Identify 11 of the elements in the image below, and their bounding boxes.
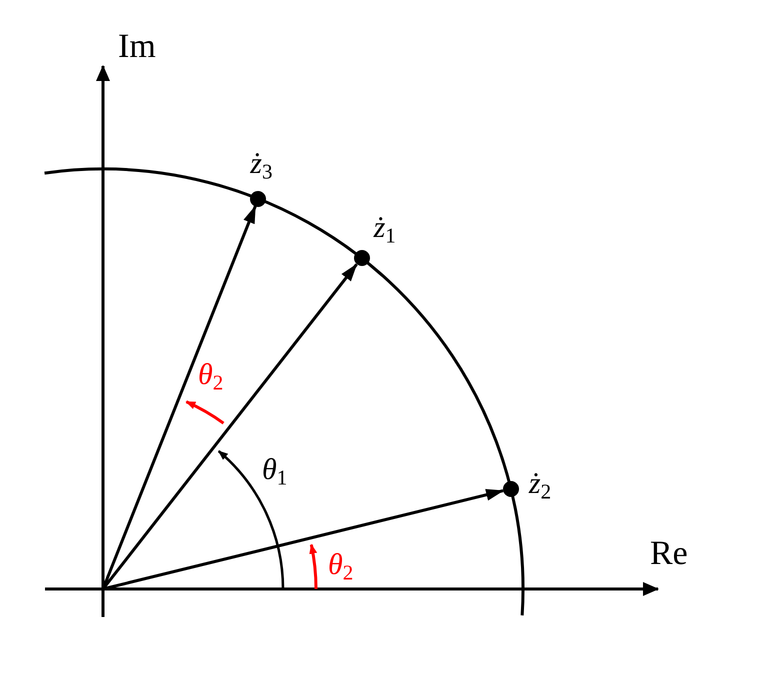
angle-label: θ$_{2}$ bbox=[198, 360, 224, 394]
angle-label: θ$_{2}$ bbox=[328, 550, 354, 584]
axis-label: Im bbox=[118, 30, 156, 64]
point-label: ż$_{3}$ bbox=[250, 148, 272, 182]
point-label: ż$_{1}$ bbox=[374, 213, 396, 246]
point-dot bbox=[502, 480, 519, 497]
point-dot bbox=[354, 250, 370, 266]
point-label: ż$_{2}$ bbox=[528, 468, 552, 502]
angle-label: θ$_{1}$ bbox=[262, 455, 288, 488]
axis-label: Re bbox=[650, 537, 688, 571]
point-dot bbox=[250, 190, 266, 207]
